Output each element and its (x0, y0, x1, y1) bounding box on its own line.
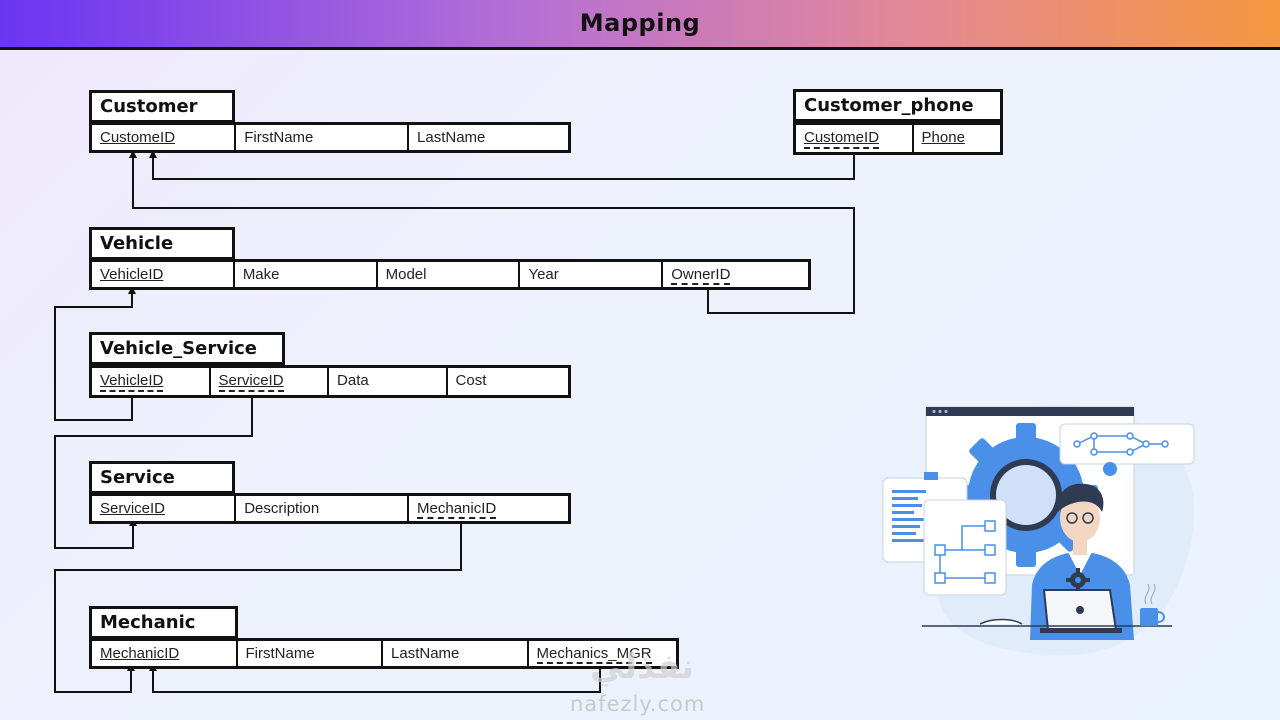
service-col-description: Description (236, 496, 410, 521)
fk-line-vs-vehicle (54, 286, 136, 421)
service-id-label: ServiceID (100, 500, 166, 517)
fk-line-vs-service (54, 397, 253, 549)
customer-table-name: Customer (89, 90, 235, 123)
customer-col-lastname: LastName (417, 129, 486, 146)
mechanic-col-lastname: LastName (383, 641, 529, 666)
watermark-text: nafezly.com (570, 692, 706, 716)
customer-columns: CustomeID FirstName LastName (89, 122, 571, 153)
vehicle-service-table-name: Vehicle_Service (89, 332, 285, 365)
customer-phone-phone-label: Phone (921, 129, 965, 146)
mechanic-col-firstname: FirstName (238, 641, 384, 666)
fk-line-service-mechanic (54, 523, 462, 693)
customer-phone-id-label: CustomeID (804, 129, 880, 149)
customer-phone-columns: CustomeID Phone (793, 122, 1003, 155)
vehicle-col-id: VehicleID (92, 262, 235, 287)
vehicle-col-year: Year (520, 262, 664, 287)
customer-phone-col-id: CustomeID (796, 125, 914, 152)
vehicle-service-col-cost: Cost (455, 372, 487, 389)
vehicle-service-vehicle-label: VehicleID (100, 372, 164, 392)
customer-col-firstname: FirstName (236, 125, 410, 150)
service-col-id: ServiceID (92, 496, 237, 521)
fk-line-phone-customer (149, 150, 855, 180)
vehicle-service-service-label: ServiceID (218, 372, 284, 392)
service-mechanic-label: MechanicID (417, 500, 497, 519)
vehicle-col-owner: OwnerID (663, 262, 808, 287)
nafezly-logo: نفذلي (590, 647, 694, 687)
vehicle-service-col-vehicle: VehicleID (92, 368, 211, 395)
fk-line-mgr-mechanic (149, 663, 601, 693)
mechanic-table-name: Mechanic (89, 606, 238, 639)
customer-id-label: CustomeID (100, 129, 176, 146)
nafezly-logo-text: نفذلي (590, 647, 694, 687)
mechanic-col-id: MechanicID (92, 641, 238, 666)
developer-illustration (882, 404, 1195, 656)
customer-phone-col-phone: Phone (914, 125, 1000, 152)
customer-phone-table-name: Customer_phone (793, 89, 1003, 122)
mechanic-col-mgr: Mechanics_MGR (529, 641, 676, 666)
service-table-name: Service (89, 461, 235, 494)
service-col-mechanic: MechanicID (409, 496, 568, 521)
vehicle-id-label: VehicleID (100, 266, 164, 283)
service-columns: ServiceID Description MechanicID (89, 493, 571, 524)
vehicle-table-name: Vehicle (89, 227, 235, 260)
mechanic-id-label: MechanicID (100, 645, 180, 662)
fk-line-owner-customer (129, 150, 855, 314)
vehicle-columns: VehicleID Make Model Year OwnerID (89, 259, 811, 290)
mechanic-mgr-label: Mechanics_MGR (536, 645, 652, 664)
customer-col-id: CustomeID (92, 125, 237, 150)
page-title: Mapping (579, 9, 701, 37)
vehicle-col-make: Make (235, 262, 378, 287)
vehicle-col-model: Model (378, 262, 521, 287)
vehicle-service-columns: VehicleID ServiceID Data Cost (89, 365, 571, 398)
vehicle-owner-label: OwnerID (671, 266, 731, 285)
title-bar: Mapping (0, 0, 1280, 50)
vehicle-service-col-data: Data (329, 368, 448, 395)
vehicle-service-col-service: ServiceID (211, 368, 330, 395)
mechanic-columns: MechanicID FirstName LastName Mechanics_… (89, 638, 679, 669)
